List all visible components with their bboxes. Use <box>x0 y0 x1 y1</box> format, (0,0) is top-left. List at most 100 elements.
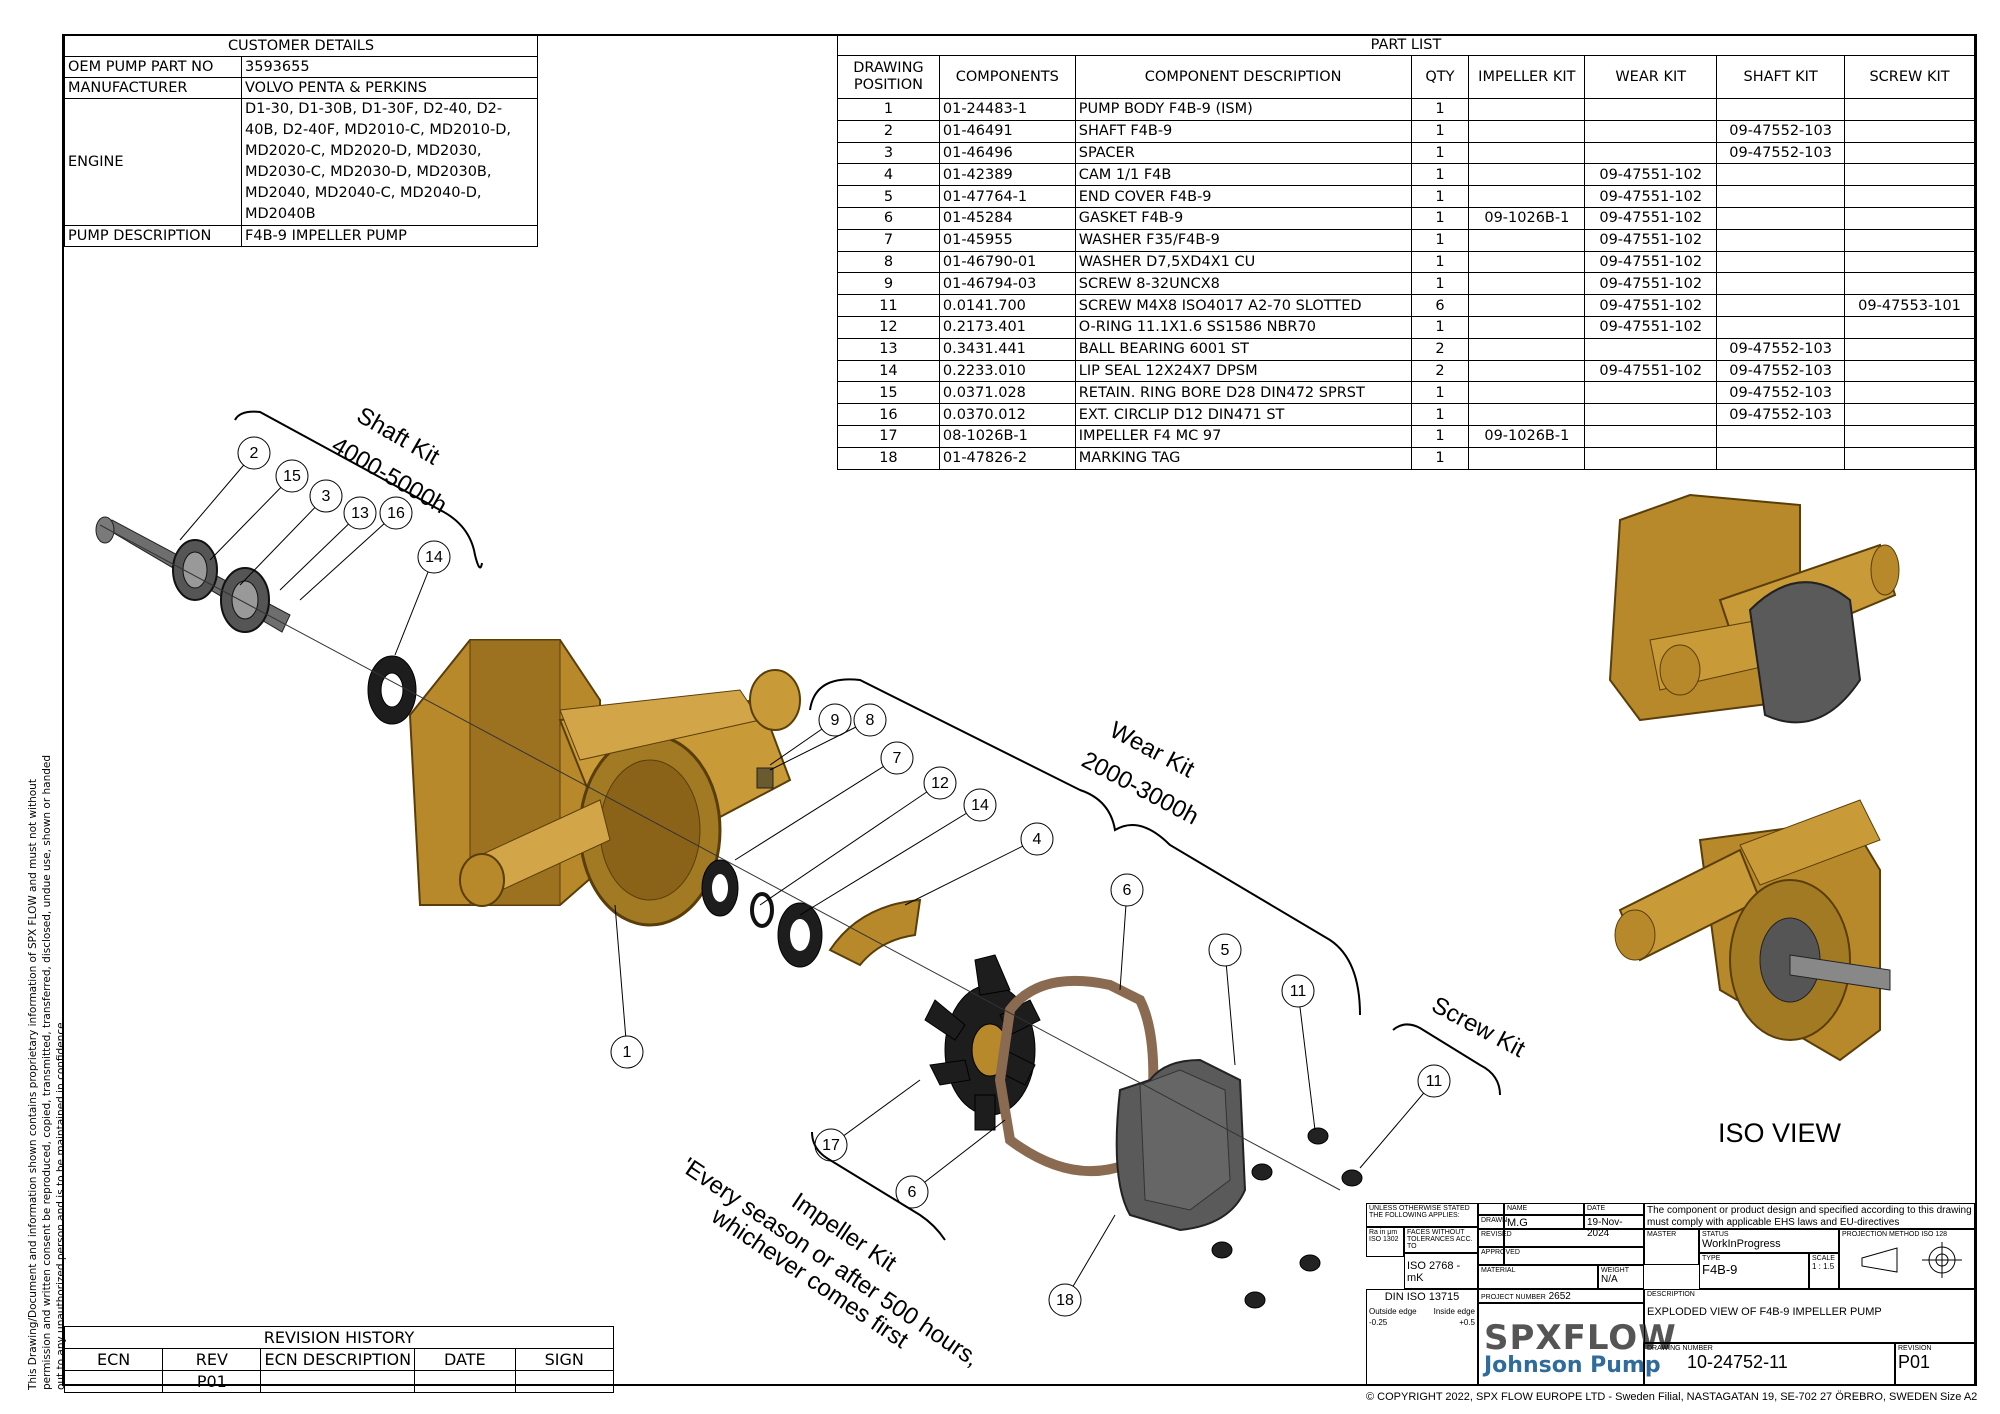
part-list-cell: 01-47826-2 <box>938 446 1076 470</box>
part-list-cell <box>1468 250 1586 274</box>
part-list-cell: IMPELLER F4 MC 97 <box>1074 424 1412 448</box>
revision-history-title: REVISION HISTORY <box>64 1326 614 1349</box>
part-list-cell <box>1468 272 1586 296</box>
part-list-cell: LIP SEAL 12X24X7 DPSM <box>1074 359 1412 383</box>
johnson-pump-logo: Johnson Pump <box>1484 1353 1661 1378</box>
part-list-header: WEAR KIT <box>1584 55 1718 99</box>
part-list-cell <box>1584 424 1718 448</box>
part-list-cell: 1 <box>1410 446 1470 470</box>
part-list-cell: 15 <box>837 381 940 405</box>
part-list-cell: 1 <box>1410 381 1470 405</box>
master-cell: MASTER <box>1644 1229 1699 1265</box>
revised-value <box>1504 1229 1644 1247</box>
part-list-cell <box>1716 250 1846 274</box>
projection-cell: PROJECTION METHOD ISO 128 <box>1839 1229 1975 1289</box>
row-value: D1-30, D1-30B, D1-30F, D2-40, D2-40B, D2… <box>241 98 538 226</box>
part-list-cell: MARKING TAG <box>1074 446 1412 470</box>
revision-header: REV <box>162 1348 262 1371</box>
part-list-cell: 09-47551-102 <box>1584 315 1718 339</box>
part-list-cell: 09-47552-103 <box>1716 141 1846 165</box>
part-list-cell: 1 <box>1410 315 1470 339</box>
part-list-cell: 09-47551-102 <box>1584 185 1718 208</box>
copyright-notice: © COPYRIGHT 2022, SPX FLOW EUROPE LTD - … <box>1366 1391 1938 1403</box>
part-list-cell: EXT. CIRCLIP D12 DIN471 ST <box>1074 403 1412 426</box>
part-list-header: IMPELLER KIT <box>1468 55 1586 99</box>
iso-view-label: ISO VIEW <box>1718 1118 1842 1148</box>
outside-edge-label: Outside edge <box>1369 1307 1417 1316</box>
part-list-cell <box>1844 272 1975 296</box>
row-label: PUMP DESCRIPTION <box>64 225 242 247</box>
part-list-cell: RETAIN. RING BORE D28 DIN472 SPRST <box>1074 381 1412 405</box>
part-list-cell <box>1468 185 1586 208</box>
part-list-cell <box>1468 141 1586 165</box>
part-list-cell: SCREW 8-32UNCX8 <box>1074 272 1412 296</box>
sheet-size: Size A2 <box>1940 1391 1978 1403</box>
part-list-cell: BALL BEARING 6001 ST <box>1074 337 1412 361</box>
revision-header: ECN <box>63 1348 164 1371</box>
logo-cell <box>1478 1303 1644 1386</box>
date-label: DATE <box>1584 1203 1644 1215</box>
revision-cell <box>414 1370 516 1393</box>
part-list-cell: 09-47552-103 <box>1716 337 1846 361</box>
part-list-cell: 0.3431.441 <box>938 337 1076 361</box>
part-list-cell: 09-47551-102 <box>1584 163 1718 187</box>
drawn-value: M.G <box>1504 1215 1584 1229</box>
projection-symbol-icon <box>1861 1242 1962 1278</box>
part-list-cell: 0.0371.028 <box>938 381 1076 405</box>
confidentiality-note: This Drawing/Document and information sh… <box>27 754 67 1390</box>
part-list-cell: 4 <box>837 163 940 187</box>
part-list-cell: 1 <box>1410 163 1470 187</box>
part-list-cell: 01-46491 <box>938 119 1076 143</box>
part-list-title: PART LIST <box>837 35 1975 56</box>
part-list-cell <box>1716 98 1846 121</box>
part-list-cell: 7 <box>837 228 940 252</box>
part-list-cell <box>1468 381 1586 405</box>
part-list-cell: WASHER D7,5XD4X1 CU <box>1074 250 1412 274</box>
outside-edge-value: -0.25 <box>1369 1318 1388 1327</box>
part-list-cell: 09-47551-102 <box>1584 272 1718 296</box>
part-list-cell: 09-1026B-1 <box>1468 206 1586 230</box>
part-list-cell: 1 <box>837 98 940 121</box>
part-list-cell <box>1468 315 1586 339</box>
revision-cell <box>260 1370 416 1393</box>
revision-cell: P01 <box>162 1370 262 1393</box>
part-list-cell <box>1844 381 1975 405</box>
part-list-cell: 2 <box>1410 337 1470 361</box>
part-list-cell: 01-46496 <box>938 141 1076 165</box>
part-list-cell: WASHER F35/F4B-9 <box>1074 228 1412 252</box>
part-list-cell: 2 <box>1410 359 1470 383</box>
part-list-cell: 14 <box>837 359 940 383</box>
part-list-cell: 9 <box>837 272 940 296</box>
part-list-cell <box>1716 185 1846 208</box>
drawn-label: DRAWN <box>1478 1215 1507 1229</box>
part-list-cell: 09-1026B-1 <box>1468 424 1586 448</box>
part-list-cell <box>1844 185 1975 208</box>
part-list-cell <box>1584 446 1718 470</box>
table-row: P01 <box>63 1370 615 1393</box>
part-list-cell: PUMP BODY F4B-9 (ISM) <box>1074 98 1412 121</box>
inside-edge-label: Inside edge <box>1433 1307 1475 1316</box>
part-list-cell: 01-45284 <box>938 206 1076 230</box>
row-label: ENGINE <box>64 98 242 226</box>
part-list-cell: 0.2173.401 <box>938 315 1076 339</box>
part-list-cell: 13 <box>837 337 940 361</box>
part-list-cell <box>1584 381 1718 405</box>
part-list-cell: 6 <box>837 206 940 230</box>
part-list-cell <box>1844 206 1975 230</box>
